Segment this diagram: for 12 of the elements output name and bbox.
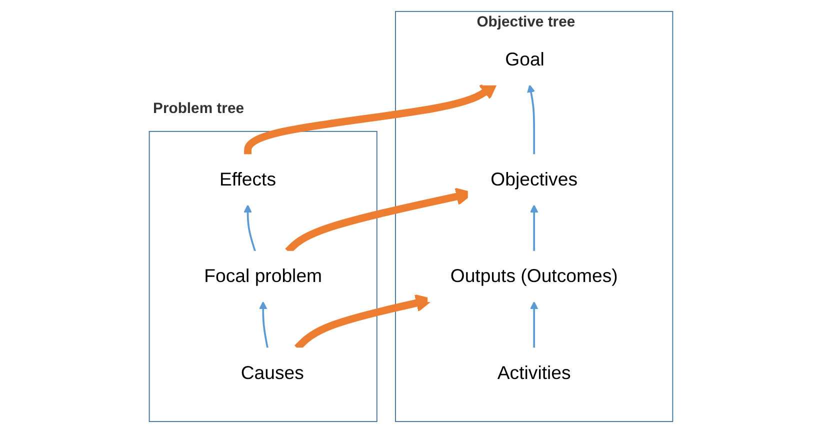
arrow <box>259 300 268 348</box>
node-label: Problem tree <box>153 100 244 116</box>
arrow <box>530 204 538 251</box>
node-text: Focal problem <box>204 266 322 286</box>
node-text: Causes <box>240 362 304 383</box>
arrow <box>530 300 538 348</box>
arrow <box>244 204 256 252</box>
node-text: Activities <box>497 362 571 383</box>
cluster <box>148 130 378 422</box>
node-text: Effects <box>220 169 276 190</box>
node-text: Outputs (Outcomes) <box>450 266 618 286</box>
arrow <box>527 84 536 154</box>
